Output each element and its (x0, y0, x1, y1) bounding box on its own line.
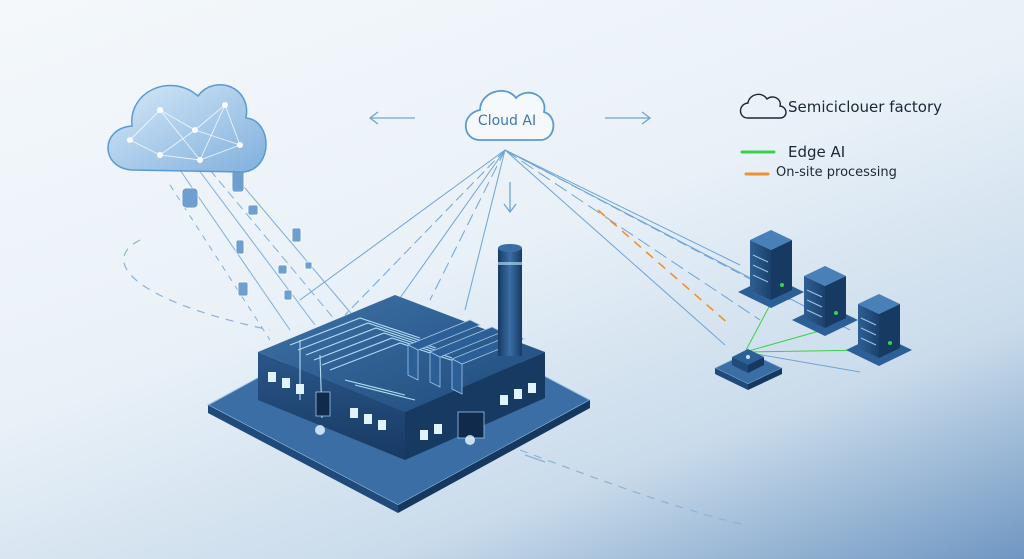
server-icon (738, 230, 804, 308)
arrow-down-icon (503, 182, 517, 214)
server-icon (846, 294, 912, 366)
cloud-ai-connection-lines (299, 149, 851, 346)
legend-edge-label: Edge AI (788, 143, 846, 161)
edge-device-icon (714, 349, 783, 390)
background-flow-arrows (123, 239, 746, 526)
legend-cloud-icon (739, 93, 787, 119)
factory-icon (206, 244, 592, 513)
legend-title: Semiciclouer factory (788, 98, 943, 116)
legend-onsite-label: On-site processing (776, 165, 897, 180)
ai-cloud-icon (107, 84, 267, 173)
arrow-left-icon (368, 111, 415, 125)
arrow-right-icon (605, 111, 652, 125)
cloud-ai-label: Cloud AI (477, 113, 537, 129)
server-icon (792, 266, 858, 336)
cloud-icon (464, 90, 555, 141)
onsite-processing-line (597, 209, 731, 326)
data-packets (181, 169, 313, 301)
